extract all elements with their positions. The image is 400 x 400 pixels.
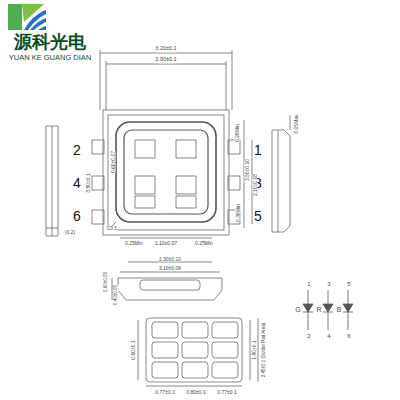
- dimension: 0.77±0.1: [217, 390, 236, 395]
- logo-text: 源科光电: [14, 33, 86, 51]
- diode-color: G: [295, 306, 300, 313]
- dimension: 0.80±0.1: [186, 390, 205, 395]
- dimension: 3.20±0.1: [155, 46, 176, 52]
- dimension: 0.60±0.1: [131, 340, 136, 359]
- pin-number: 1: [307, 281, 310, 287]
- pin-number: 4: [73, 176, 81, 190]
- pin-number: 5: [347, 281, 350, 287]
- dimension: 1.10±0.07: [155, 241, 177, 246]
- diode-color: R: [316, 306, 321, 313]
- dimension: 2.30±0.10: [159, 257, 181, 262]
- dimension: 3.10±0.08: [159, 266, 181, 271]
- dimension: 0.25Min: [125, 241, 143, 246]
- pin-number: 6: [347, 333, 350, 339]
- dimension: 2.10±0.08: [253, 174, 258, 196]
- dimension: (0.2): [65, 230, 75, 235]
- dimension: 0.36Min: [236, 204, 241, 222]
- pin-number: 6: [73, 209, 81, 223]
- dimension: 0.26Min: [235, 124, 240, 142]
- dimension: 3.80±0.1: [86, 173, 91, 192]
- dimension: 2.45±0.1 (Solder Pad Area): [262, 323, 267, 378]
- dimension: 0.77±0.1: [155, 390, 174, 395]
- logo-icon: [8, 4, 46, 30]
- dimension: 0.60±0.05: [104, 272, 109, 292]
- logo-subtitle: YUAN KE GUANG DIAN: [9, 54, 92, 62]
- pin-number: 4: [327, 333, 330, 339]
- dimension: 3.50±0.10: [245, 159, 250, 181]
- diode-symbols: [303, 290, 353, 330]
- dimension: 0.25Min: [195, 241, 213, 246]
- dimension: 1.80±0.1: [252, 340, 257, 359]
- pin-number: 2: [307, 333, 310, 339]
- dimension: 0.05Max: [294, 114, 299, 133]
- dimension: 3.00±0.1: [155, 57, 176, 63]
- pin-number: 2: [73, 143, 81, 157]
- dimension: C0.5: [107, 227, 117, 232]
- diode-color: B: [337, 306, 342, 313]
- pin-number: 5: [254, 209, 262, 223]
- pin-number: 3: [327, 281, 330, 287]
- pin-number: 1: [254, 143, 262, 157]
- dimension: 0.40±0.05: [114, 285, 119, 305]
- dimension: 0.60±0.07: [111, 151, 116, 173]
